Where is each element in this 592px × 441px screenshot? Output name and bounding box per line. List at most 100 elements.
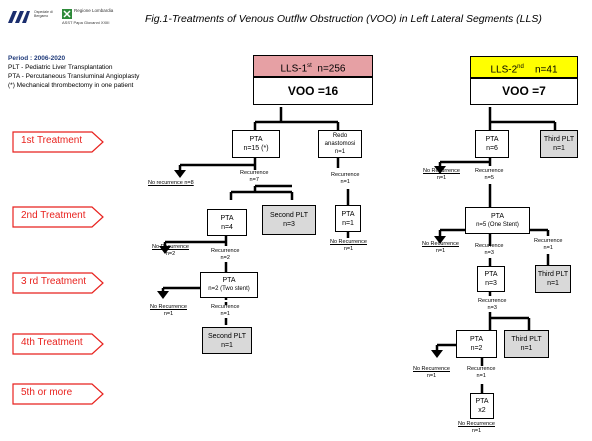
stage-label-4: 4th Treatment — [21, 337, 83, 348]
lls2-pta-4-label: PTA — [469, 336, 484, 343]
lls2-no-recurrence-2-label: No Recurrence — [422, 241, 459, 247]
logo-asst-text: ASST Papa Giovanni XXIII — [62, 20, 110, 25]
lls2-recurrence-3-label: Recurrence — [478, 298, 507, 304]
lls2-recurrence-3: Recurrence n=3 — [478, 298, 506, 312]
stage-label-1: 1st Treatment — [21, 135, 83, 146]
lls2-third-plt-3-count: n=1 — [520, 345, 533, 352]
lls1-no-recurrence-redo-label: No Recurrence — [330, 239, 367, 245]
lls1-no-recurrence-3-label: No Recurrence — [150, 304, 187, 310]
lls1-recurrence-1: Recurrence n=7 — [240, 170, 268, 184]
lls1-pta-redo-count: n=1 — [342, 219, 354, 227]
lls1-pta-1-count: n=15 (*) — [243, 145, 269, 152]
lls2-recurrence-2b: Recurrence n=1 — [534, 238, 562, 252]
lls1-second-plt-2-label: Second PLT — [207, 332, 246, 340]
lls2-third-plt-3: Third PLT n=1 — [504, 330, 549, 358]
lls2-pta-5-count: x2 — [478, 407, 486, 414]
lls1-pta-1-label: PTA — [249, 136, 263, 143]
lls1-pta-2: PTA n=4 — [207, 209, 247, 236]
lls1-redo-label: Redo anastomosi — [324, 133, 356, 147]
lls2-recurrence-2a-count: n=3 — [484, 250, 494, 256]
lls1-recurrence-2: Recurrence n=2 — [211, 248, 239, 262]
lls2-pta-1: PTA n=6 — [475, 130, 509, 158]
logo: Ospedale di Bergamo Regione Lombardia AS… — [4, 5, 142, 31]
lls2-recurrence-1: Recurrence n=5 — [475, 168, 503, 182]
lls1-pta-3: PTA n=2 (Two stent) — [200, 272, 258, 298]
lls1-no-recurrence-2-count: n=2 — [165, 251, 176, 257]
lls1-no-recurrence-redo: No Recurrence n=1 — [330, 239, 367, 253]
lls1-no-recurrence-3-count: n=1 — [163, 311, 174, 317]
lls1-redo-anastomosi: Redo anastomosi n=1 — [318, 130, 362, 158]
lls2-no-recurrence-4-count: n=1 — [426, 373, 437, 379]
lls2-third-plt-2: Third PLT n=1 — [535, 265, 571, 293]
lls2-recurrence-2a: Recurrence n=3 — [475, 243, 503, 257]
lls2-no-recurrence-1-count: n=1 — [436, 175, 447, 181]
lls2-third-plt-1-label: Third PLT — [543, 136, 575, 143]
lls2-no-recurrence-2: No Recurrence n=1 — [422, 241, 459, 255]
lls1-pta-3-label: PTA — [222, 277, 236, 284]
lls2-count: n=41 — [534, 64, 558, 76]
lls2-no-recurrence-1-label: No Recurrence — [423, 168, 460, 174]
lls2-pta-1-count: n=6 — [486, 145, 498, 152]
region-logo-icon — [62, 9, 72, 19]
lls2-recurrence-4-count: n=1 — [476, 373, 486, 379]
lls1-label: LLS-1 — [280, 63, 308, 75]
lls1-no-recurrence-3: No Recurrence n=1 — [150, 304, 187, 318]
lls2-no-recurrence-1: No Recurrence n=1 — [423, 168, 460, 182]
lls1-label-sup: st — [307, 63, 312, 69]
lls2-recurrence-2a-label: Recurrence — [475, 243, 504, 249]
lls2-third-plt-2-label: Third PLT — [537, 271, 569, 278]
lls2-header: LLS-2nd n=41 — [470, 56, 578, 78]
stage-label-2: 2nd Treatment — [21, 210, 86, 221]
lls2-no-recurrence-4-label: No Recurrence — [413, 366, 450, 372]
lls2-pta-2-count: n=5 (One Stent) — [476, 221, 519, 228]
stage-label-5: 5th or more — [21, 387, 73, 398]
legend-pta: PTA - Percutaneous Transluminal Angiopla… — [8, 73, 140, 80]
lls2-pta-5: PTA x2 — [470, 393, 494, 419]
page-title: Fig.1-Treatments of Venous Outflw Obstru… — [145, 13, 542, 25]
lls2-pta-5-label: PTA — [475, 398, 489, 405]
lls1-no-recurrence-2: No Recurrence n=2 — [152, 244, 189, 258]
lls1-voo: VOO =16 — [253, 77, 373, 105]
lls2-recurrence-4-label: Recurrence — [467, 366, 496, 372]
stage-label-3: 3 rd Treatment — [21, 276, 87, 287]
legend-box: Period : 2006-2020 PLT - Pediatric Liver… — [8, 54, 200, 90]
lls1-recurrence-1-label: Recurrence — [240, 170, 269, 176]
stage-arrow-5: 5th or more — [12, 383, 104, 405]
lls1-header: LLS-1st n=256 — [253, 55, 373, 77]
lls1-recurrence-2-count: n=2 — [220, 255, 230, 261]
lls2-label: LLS-2 — [490, 64, 518, 76]
lls2-pta-3: PTA n=3 — [477, 266, 505, 292]
lls1-recurrence-1-count: n=7 — [249, 177, 259, 183]
lls1-recurrence-3-count: n=1 — [220, 311, 230, 317]
lls2-third-plt-2-count: n=1 — [547, 280, 559, 287]
lls1-no-recurrence-2-label: No Recurrence — [152, 244, 189, 250]
lls1-second-plt-1: Second PLT n=3 — [262, 205, 316, 235]
stage-arrow-4: 4th Treatment — [12, 333, 104, 355]
lls1-pta-redo: PTA n=1 — [335, 205, 361, 232]
lls2-recurrence-3-count: n=3 — [487, 305, 497, 311]
legend-plt: PLT - Pediatric Liver Transplantation — [8, 64, 113, 71]
lls1-count: n=256 — [317, 63, 346, 75]
stage-arrow-3: 3 rd Treatment — [12, 272, 104, 294]
lls2-no-recurrence-4: No Recurrence n=1 — [413, 366, 450, 380]
lls1-second-plt-2: Second PLT n=1 — [202, 327, 252, 354]
lls2-pta-2-label: PTA — [490, 212, 505, 220]
lls1-pta-2-count: n=4 — [221, 223, 233, 231]
lls2-third-plt-3-label: Third PLT — [511, 336, 542, 343]
logo-hospital-text: Ospedale di Bergamo — [34, 10, 53, 18]
lls1-recurrence-redo: Recurrence n=1 — [331, 172, 359, 186]
lls2-pta-3-count: n=3 — [485, 280, 497, 287]
lls2-recurrence-1-label: Recurrence — [475, 168, 504, 174]
lls2-label-sup: nd — [517, 64, 524, 70]
lls1-second-plt-2-count: n=1 — [221, 341, 233, 349]
lls2-no-recurrence-5-label: No Recurrence — [458, 421, 495, 427]
lls1-no-recurrence-1: No recurrence n=8 — [148, 180, 194, 186]
lls1-pta-2-label: PTA — [220, 214, 234, 222]
legend-note: (*) Mechanical thrombectomy in one patie… — [8, 82, 134, 89]
lls2-third-plt-1: Third PLT n=1 — [540, 130, 578, 158]
lls2-recurrence-1-count: n=5 — [484, 175, 494, 181]
lls2-recurrence-4: Recurrence n=1 — [467, 366, 495, 380]
lls1-second-plt-1-count: n=3 — [283, 221, 295, 228]
lls2-third-plt-1-count: n=1 — [553, 145, 565, 152]
